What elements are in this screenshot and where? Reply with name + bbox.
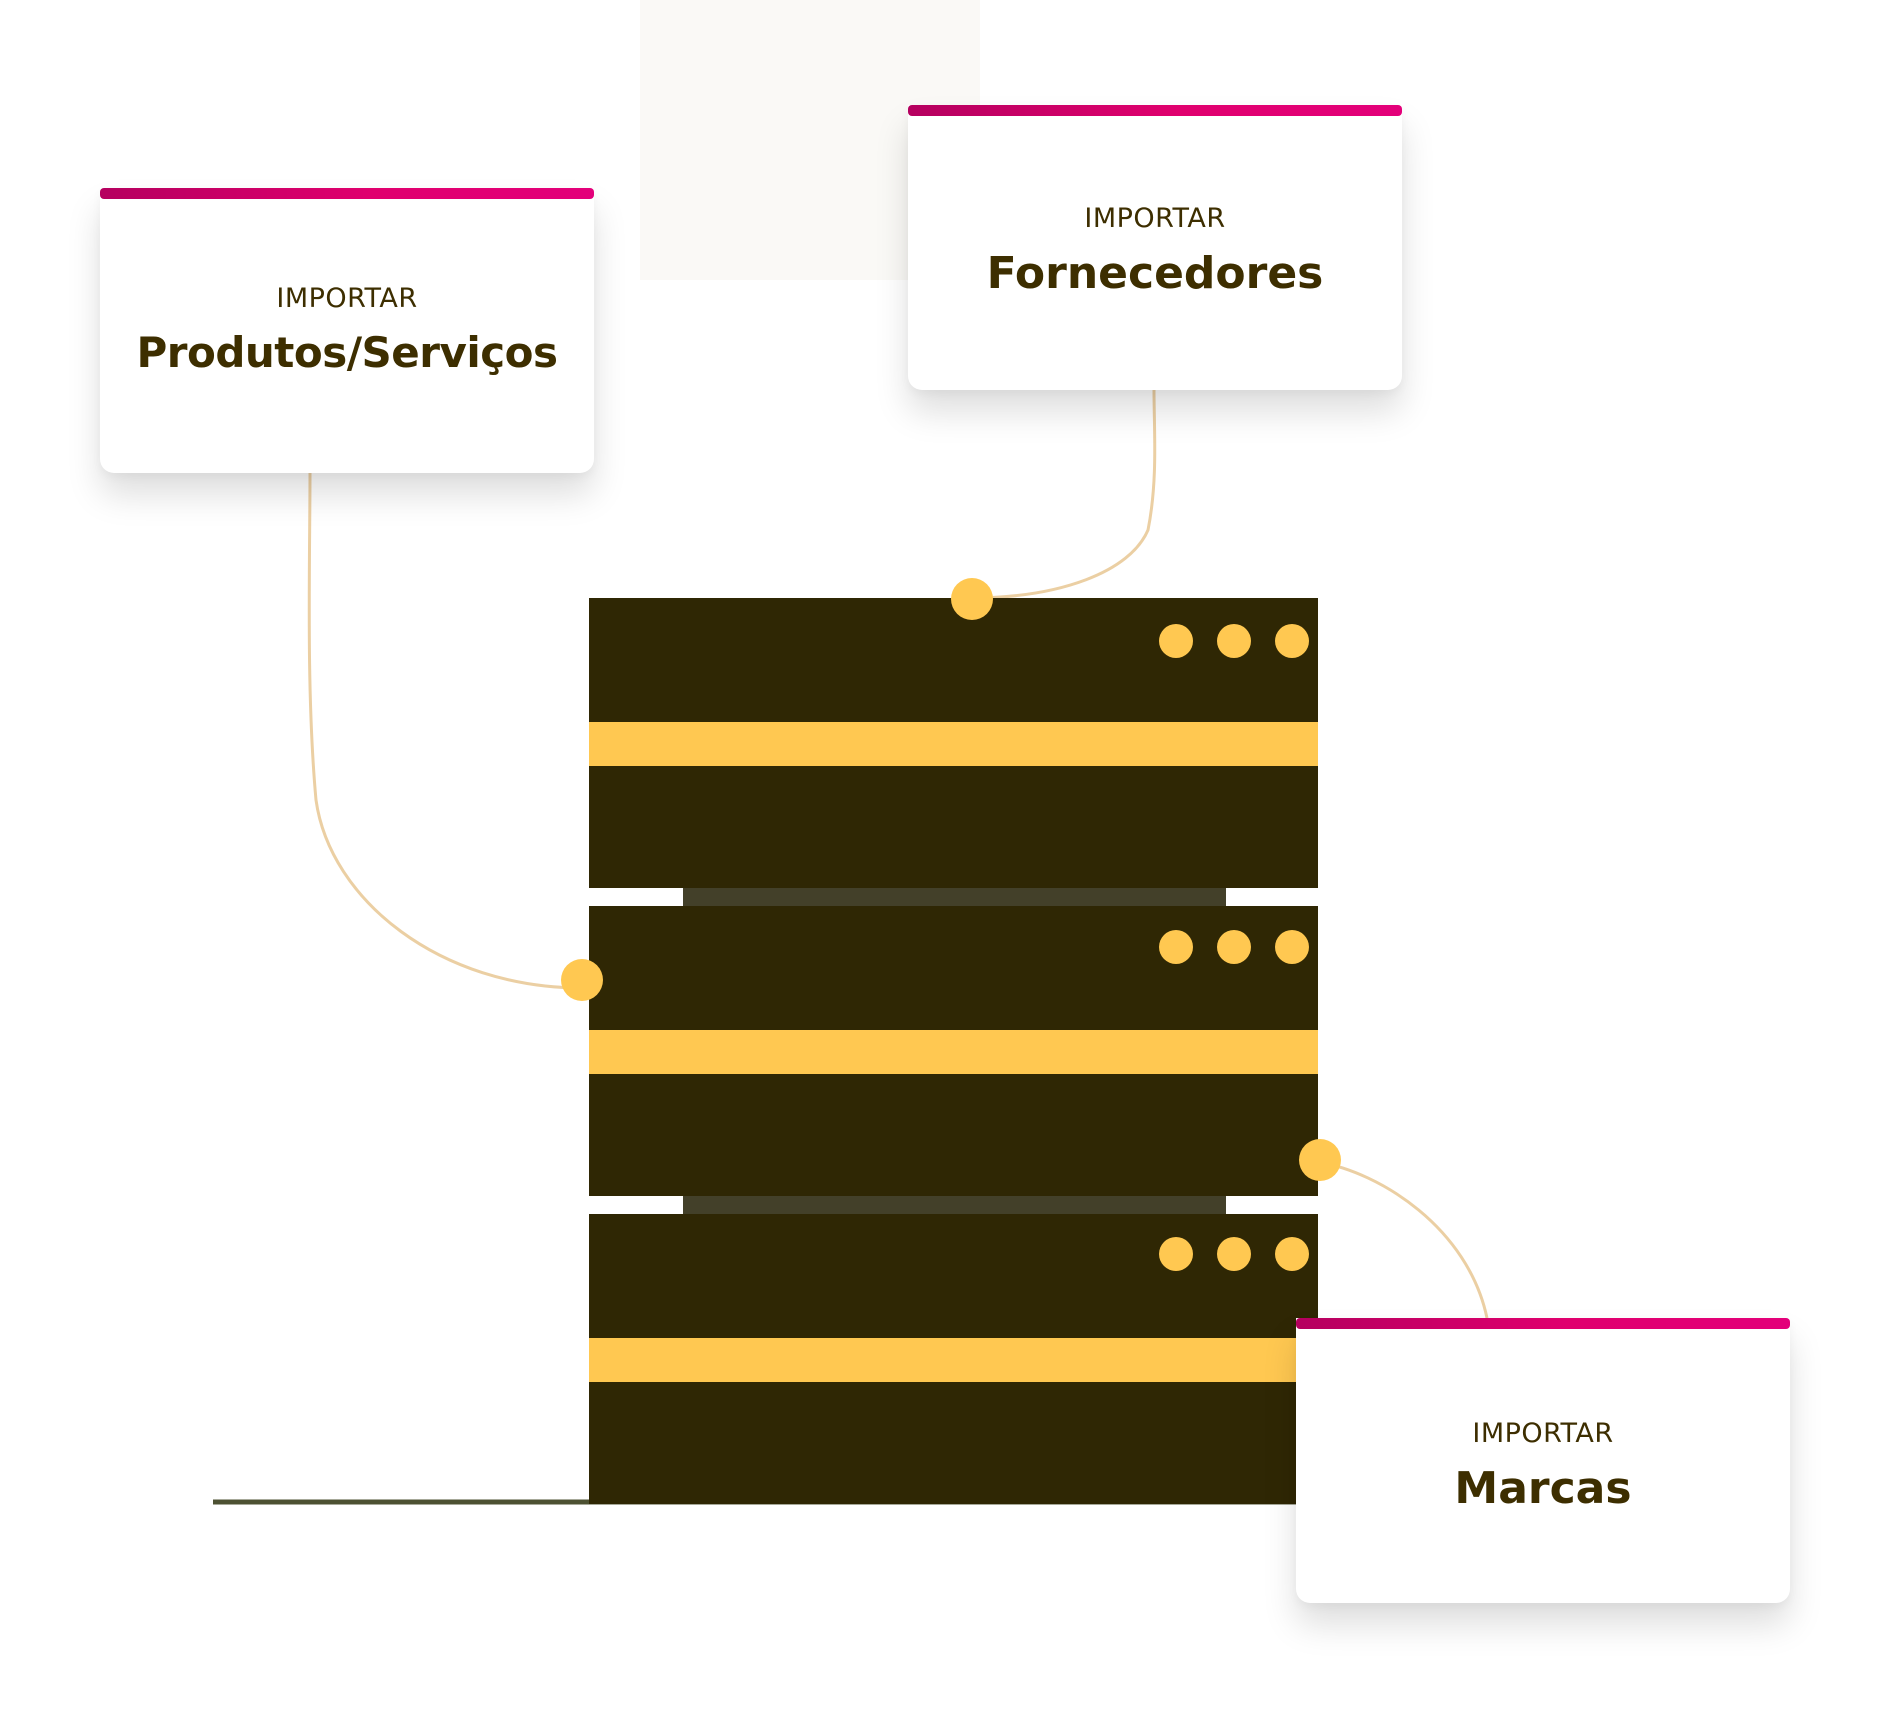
led-3b bbox=[1217, 1237, 1251, 1271]
led-3c bbox=[1275, 1237, 1309, 1271]
led-1a bbox=[1159, 624, 1193, 658]
card-kicker: IMPORTAR bbox=[276, 283, 418, 314]
connector-dot-fornecedores bbox=[951, 578, 993, 620]
connector-fornecedores bbox=[969, 389, 1157, 600]
server-unit-1 bbox=[589, 598, 1318, 888]
connector-produtos bbox=[307, 471, 583, 990]
card-fornecedores[interactable]: IMPORTAR Fornecedores bbox=[908, 105, 1402, 390]
card-title: Produtos/Serviços bbox=[136, 328, 558, 377]
card-title: Fornecedores bbox=[986, 248, 1324, 299]
server-unit-3-stripe bbox=[589, 1338, 1318, 1382]
card-kicker: IMPORTAR bbox=[1472, 1418, 1614, 1449]
card-kicker: IMPORTAR bbox=[1084, 203, 1226, 234]
connector-dot-marcas bbox=[1299, 1139, 1341, 1181]
led-3a bbox=[1159, 1237, 1193, 1271]
led-1b bbox=[1217, 624, 1251, 658]
server-gap-1 bbox=[683, 888, 1226, 906]
card-title: Marcas bbox=[1454, 1463, 1632, 1514]
card-accent-bar bbox=[1296, 1318, 1790, 1329]
server-unit-2-stripe bbox=[589, 1030, 1318, 1074]
card-accent-bar bbox=[908, 105, 1402, 116]
connector-marcas bbox=[1317, 1160, 1489, 1319]
led-1c bbox=[1275, 624, 1309, 658]
card-accent-bar bbox=[100, 188, 594, 199]
card-marcas[interactable]: IMPORTAR Marcas bbox=[1296, 1318, 1790, 1603]
led-2b bbox=[1217, 930, 1251, 964]
server-unit-1-stripe bbox=[589, 722, 1318, 766]
led-2c bbox=[1275, 930, 1309, 964]
connector-dot-produtos bbox=[561, 959, 603, 1001]
led-2a bbox=[1159, 930, 1193, 964]
card-produtos-servicos[interactable]: IMPORTAR Produtos/Serviços bbox=[100, 188, 594, 473]
server-gap-2 bbox=[683, 1196, 1226, 1214]
server-unit-3 bbox=[589, 1214, 1318, 1504]
server-unit-2 bbox=[589, 906, 1318, 1196]
